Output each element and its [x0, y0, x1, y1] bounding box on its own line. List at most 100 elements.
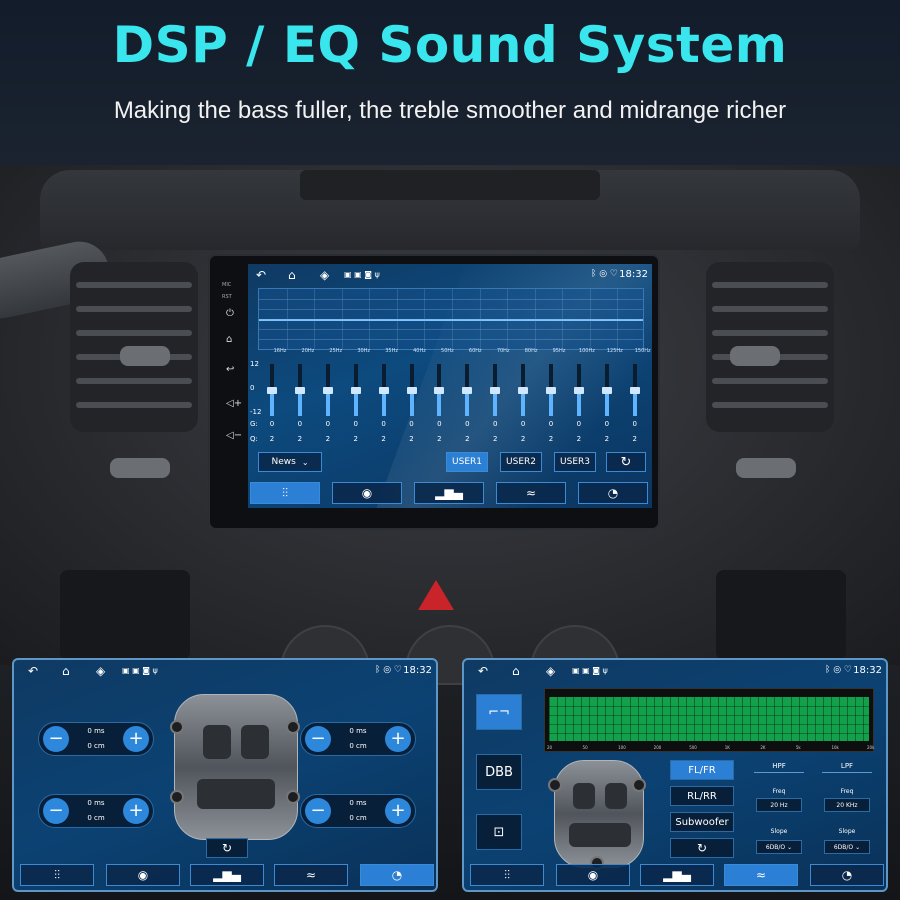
eq-band-slider[interactable] — [629, 364, 640, 416]
channel-subwoofer[interactable]: Subwoofer — [670, 812, 734, 832]
grid-line — [259, 329, 643, 330]
notification-icons: ▣ ▣ ◙ ψ — [572, 666, 608, 675]
minus-button[interactable]: − — [305, 726, 331, 752]
slider-knob[interactable] — [629, 386, 640, 394]
volume-up-icon[interactable]: ◁+ — [226, 398, 243, 409]
slider-knob[interactable] — [490, 386, 501, 394]
wave-icon: ≈ — [755, 868, 767, 882]
tab-eq[interactable]: ⫶⫶ — [470, 864, 544, 886]
slider-knob[interactable] — [350, 386, 361, 394]
eq-band-slider[interactable] — [462, 364, 473, 416]
grid-line — [742, 697, 744, 741]
slider-knob[interactable] — [601, 386, 612, 394]
layers-icon[interactable]: ◈ — [96, 664, 106, 678]
tab-sound-field[interactable]: ◔ — [360, 864, 434, 886]
power-icon[interactable]: ⏻ — [226, 308, 234, 319]
home-icon[interactable]: ⌂ — [62, 664, 70, 678]
user2-button[interactable]: USER2 — [500, 452, 542, 472]
rst-label[interactable]: RST — [222, 294, 232, 300]
hpf-slope-select[interactable]: 6DB/O⌄ — [756, 840, 802, 854]
chevron-down-icon: ⌄ — [855, 843, 861, 851]
grid-line — [677, 697, 679, 741]
slider-knob[interactable] — [434, 386, 445, 394]
slider-knob[interactable] — [518, 386, 529, 394]
plus-button[interactable]: + — [123, 798, 149, 824]
tab-sound-field[interactable]: ◔ — [810, 864, 884, 886]
plus-button[interactable]: + — [385, 726, 411, 752]
right-vent-knob — [730, 346, 780, 366]
eq-band-slider[interactable] — [434, 364, 445, 416]
tab-wave[interactable]: ≈ — [724, 864, 798, 886]
channel-fl-fr[interactable]: FL/FR — [670, 760, 734, 780]
user1-button[interactable]: USER1 — [446, 452, 488, 472]
back-icon[interactable]: ↶ — [28, 664, 39, 678]
preset-dropdown[interactable]: News ⌄ — [258, 452, 322, 472]
hpf-divider — [754, 772, 804, 773]
clock: 18:32 — [619, 269, 648, 280]
back-icon[interactable]: ↩ — [226, 364, 235, 375]
eq-band-slider[interactable] — [406, 364, 417, 416]
tab-eq[interactable]: ⫶⫶ — [250, 482, 320, 504]
slider-knob[interactable] — [546, 386, 556, 394]
eq-band-slider[interactable] — [378, 364, 389, 416]
slider-fill — [409, 390, 414, 416]
dbb-button[interactable]: DBB — [476, 754, 522, 790]
hpf-freq-value[interactable]: 20 Hz — [756, 798, 802, 812]
back-icon[interactable]: ↶ — [256, 268, 267, 282]
user3-button[interactable]: USER3 — [554, 452, 596, 472]
tab-sound-field[interactable]: ◔ — [578, 482, 648, 504]
eq-sliders-icon: ⫶⫶ — [281, 485, 288, 500]
tab-eq[interactable]: ⫶⫶ — [20, 864, 94, 886]
minus-button[interactable]: − — [43, 726, 69, 752]
plus-button[interactable]: + — [385, 798, 411, 824]
slider-knob[interactable] — [378, 386, 389, 394]
hazard-icon[interactable] — [418, 580, 454, 610]
tab-balance[interactable]: ◉ — [332, 482, 402, 504]
home-icon[interactable]: ⌂ — [226, 334, 233, 345]
slider-knob[interactable] — [462, 386, 473, 394]
speaker-setting-button[interactable]: ⊡ — [476, 814, 522, 850]
minus-button[interactable]: − — [305, 798, 331, 824]
eq-band-slider[interactable] — [601, 364, 612, 416]
eq-band-slider[interactable] — [546, 364, 556, 416]
eq-band-slider[interactable] — [294, 364, 305, 416]
reset-button[interactable]: ↻ — [670, 838, 734, 858]
slider-knob[interactable] — [322, 386, 333, 394]
slider-knob[interactable] — [294, 386, 305, 394]
reset-button[interactable]: ↻ — [206, 838, 248, 858]
lpf-freq-value[interactable]: 20 KHz — [824, 798, 870, 812]
home-icon[interactable]: ⌂ — [288, 268, 296, 282]
layers-icon[interactable]: ◈ — [546, 664, 556, 678]
slider-knob[interactable] — [267, 386, 277, 394]
clock: 18:32 — [403, 665, 432, 676]
home-icon[interactable]: ⌂ — [512, 664, 520, 678]
eq-band-slider[interactable] — [322, 364, 333, 416]
eq-band-slider[interactable] — [350, 364, 361, 416]
slider-knob[interactable] — [573, 386, 584, 394]
crossover-mode-button[interactable]: ⌐¬ — [476, 694, 522, 730]
tab-wave[interactable]: ≈ — [496, 482, 566, 504]
car-top-view — [554, 760, 644, 868]
tab-wave[interactable]: ≈ — [274, 864, 348, 886]
grid-line — [758, 697, 760, 741]
tab-spectrum[interactable]: ▂▆▄ — [190, 864, 264, 886]
eq-band-slider[interactable] — [518, 364, 529, 416]
slider-knob[interactable] — [406, 386, 417, 394]
volume-down-icon[interactable]: ◁− — [226, 430, 243, 441]
tab-balance[interactable]: ◉ — [556, 864, 630, 886]
minus-button[interactable]: − — [43, 798, 69, 824]
reset-button[interactable]: ↻ — [606, 452, 646, 472]
eq-band-slider[interactable] — [267, 364, 277, 416]
layers-icon[interactable]: ◈ — [320, 268, 330, 282]
speaker-icon — [286, 720, 300, 734]
eq-band-slider[interactable] — [490, 364, 501, 416]
tab-balance[interactable]: ◉ — [106, 864, 180, 886]
lpf-slope-select[interactable]: 6DB/O⌄ — [824, 840, 870, 854]
back-icon[interactable]: ↶ — [478, 664, 489, 678]
tab-spectrum[interactable]: ▂▆▄ — [414, 482, 484, 504]
tab-spectrum[interactable]: ▂▆▄ — [640, 864, 714, 886]
eq-band-slider[interactable] — [573, 364, 584, 416]
channel-rl-rr[interactable]: RL/RR — [670, 786, 734, 806]
plus-button[interactable]: + — [123, 726, 149, 752]
